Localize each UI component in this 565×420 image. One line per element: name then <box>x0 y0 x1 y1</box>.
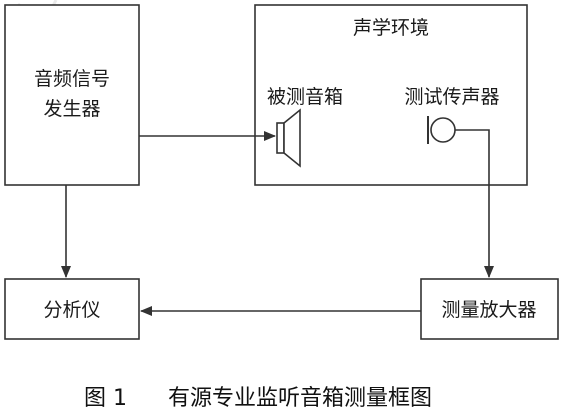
analyzer-label: 分析仪 <box>43 299 100 321</box>
signal-generator-label-line2: 发生器 <box>43 98 100 120</box>
microphone-label: 测试传声器 <box>404 86 499 108</box>
microphone-to-amplifier-arrow <box>455 129 494 278</box>
acoustic-environment-block: 声学环境 被测音箱 测试传声器 <box>254 4 528 186</box>
signal-generator-block: 音频信号 发生器 <box>4 4 140 186</box>
signal-generator-label-line1: 音频信号 <box>34 68 110 90</box>
amplifier-label: 测量放大器 <box>441 299 536 321</box>
figure-number: 图 1 <box>84 386 127 411</box>
analyzer-block: 分析仪 <box>4 278 140 340</box>
speaker-label: 被测音箱 <box>267 86 343 108</box>
acoustic-environment-label: 声学环境 <box>353 17 429 39</box>
speaker-icon <box>276 108 301 168</box>
figure-caption: 图 1 有源专业监听音箱测量框图 <box>84 386 432 411</box>
figure-title: 有源专业监听音箱测量框图 <box>168 386 432 411</box>
amplifier-block: 测量放大器 <box>420 278 559 340</box>
